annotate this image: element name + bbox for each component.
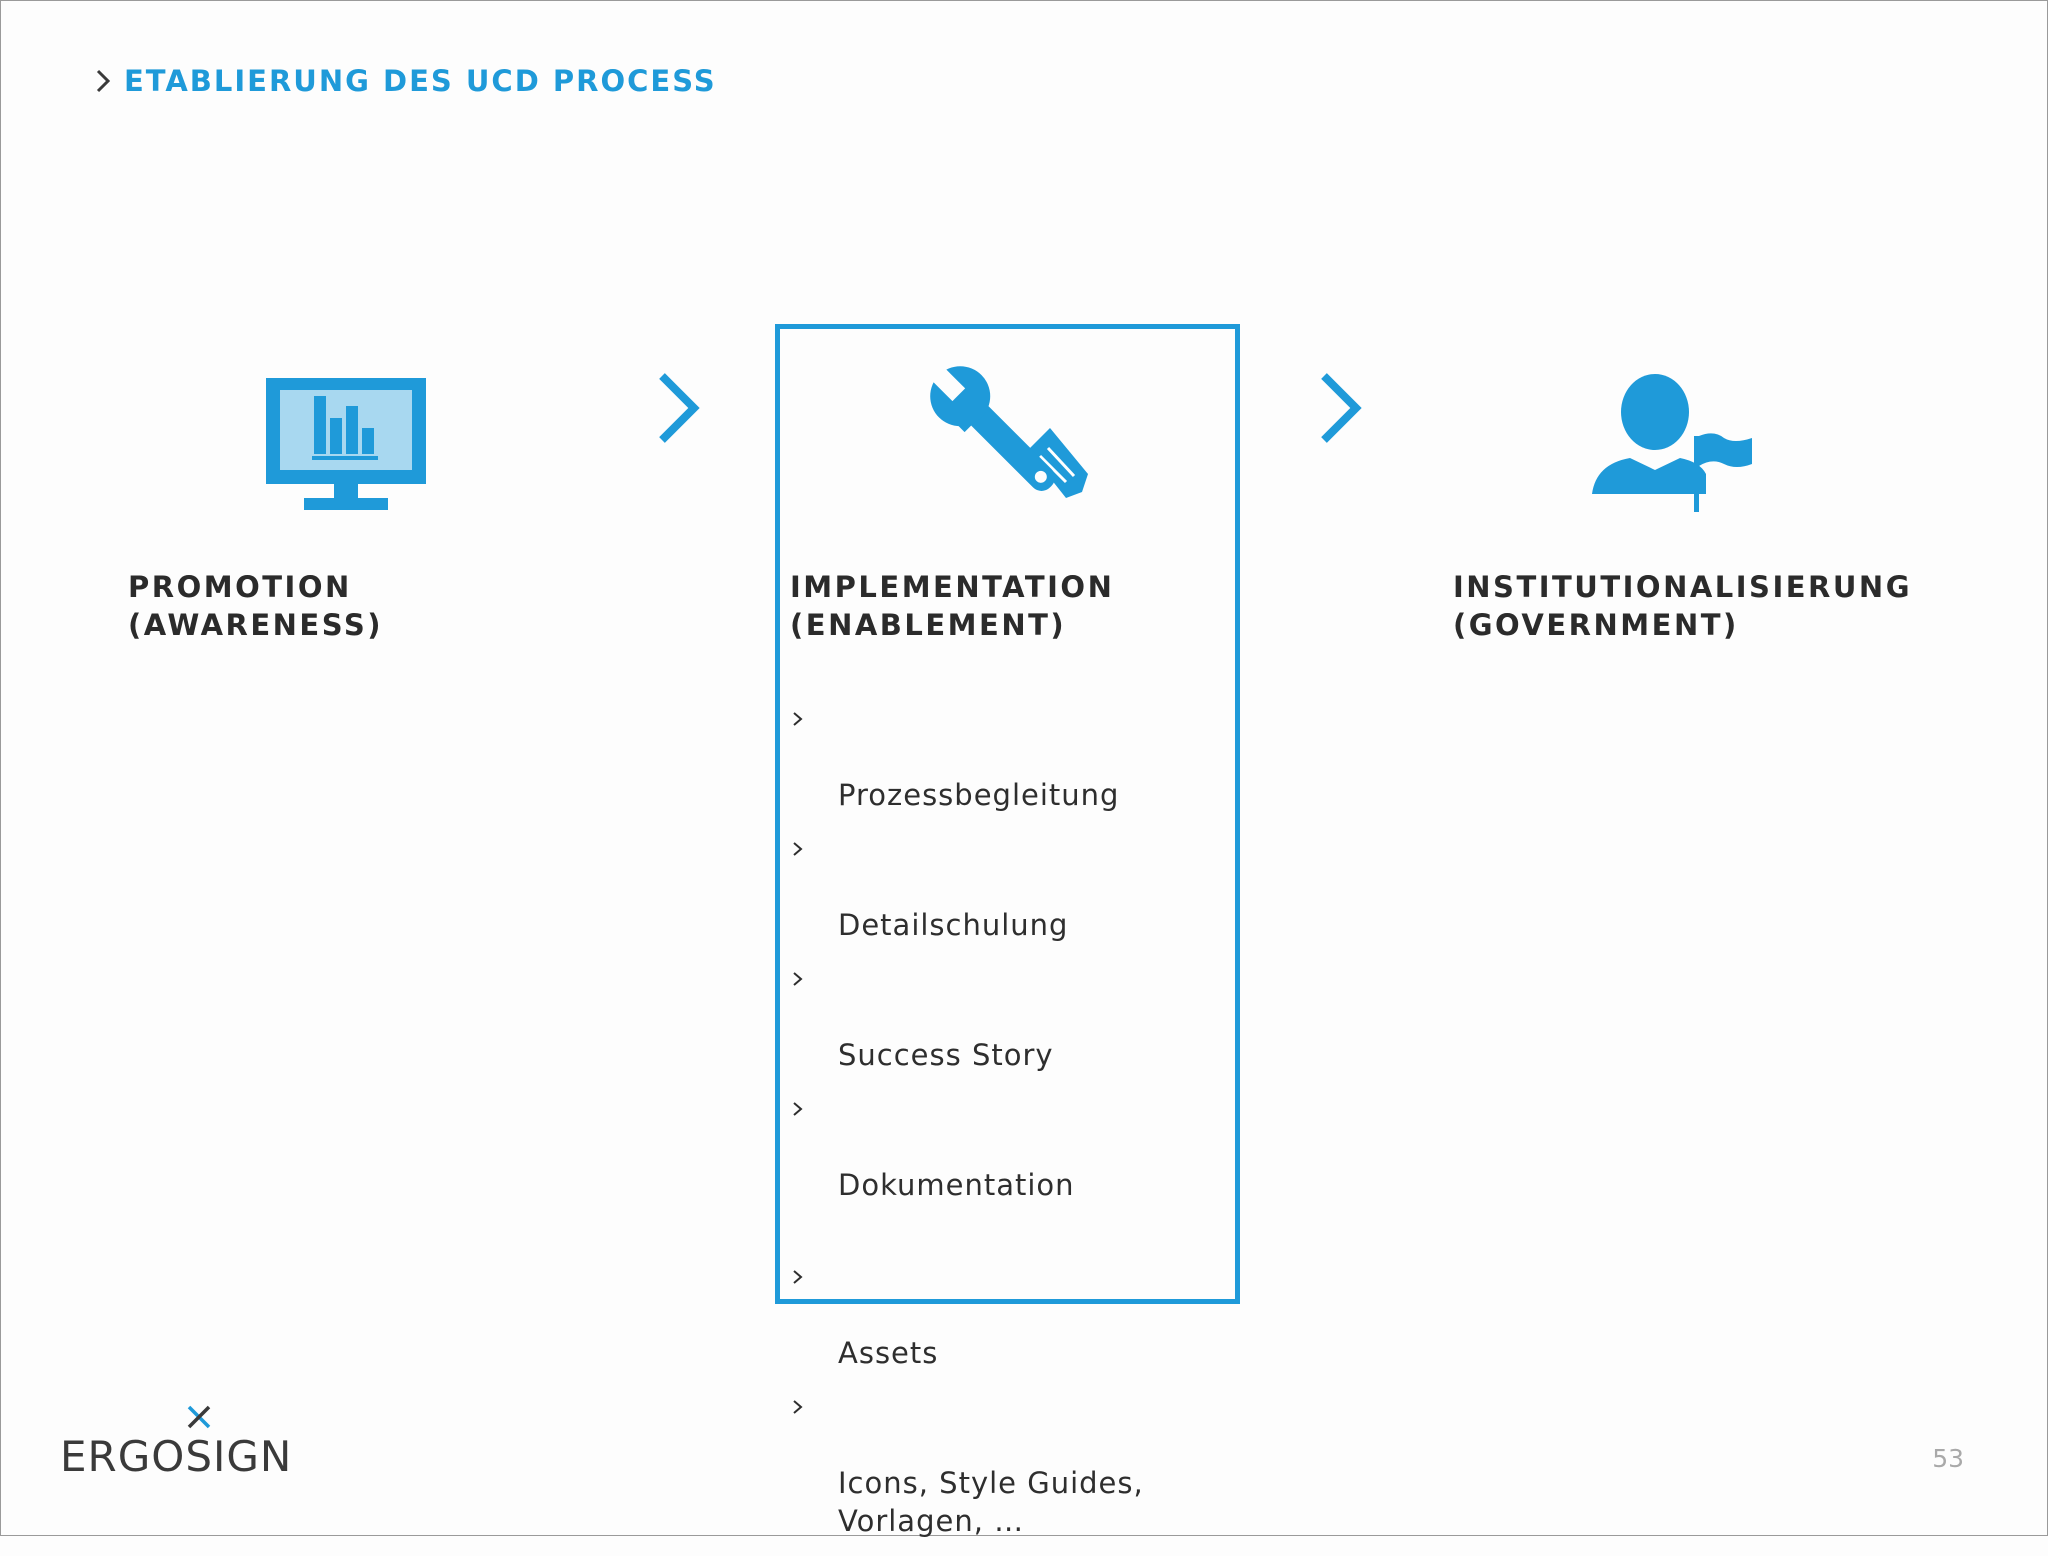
highlight-box: [775, 324, 1240, 1304]
list-item: Assets: [788, 1258, 1228, 1372]
list-item-text: Detailschulung: [838, 908, 1069, 942]
chevron-right-icon: [793, 1102, 803, 1116]
list-item: Detailschulung: [788, 830, 1228, 944]
page-number: 53: [1932, 1444, 1964, 1473]
chevron-right-icon: [793, 842, 803, 856]
ergosign-logo: ERGOSIGN: [60, 1404, 291, 1484]
person-flag-icon: [1590, 374, 1760, 514]
list-item-text: Assets: [838, 1336, 939, 1370]
list-item-text: Success Story: [838, 1038, 1054, 1072]
logo-wordmark: ERGOSIGN: [60, 1432, 293, 1481]
chevron-right-icon: [793, 972, 803, 986]
chevron-right-icon: [659, 373, 700, 443]
chevron-right-icon: [96, 69, 111, 93]
slide-header: ETABLIERUNG DES UCD PROCESS: [90, 64, 717, 98]
step-title-line: PROMOTION: [128, 570, 352, 604]
slide-title: ETABLIERUNG DES UCD PROCESS: [124, 64, 717, 98]
list-item-text: Prozessbegleitung: [838, 778, 1120, 812]
implementation-bullet-list: Prozessbegleitung Detailschulung Success…: [788, 700, 1228, 1556]
step-title-promotion: PROMOTION (AWARENESS): [128, 568, 383, 644]
step-title-implementation: IMPLEMENTATION (ENABLEMENT): [790, 568, 1114, 644]
list-item: Dokumentation: [788, 1090, 1228, 1204]
step-title-line: (ENABLEMENT): [790, 608, 1067, 642]
chevron-right-icon: [1321, 373, 1362, 443]
chevron-right-icon: [793, 712, 803, 726]
chevron-right-icon: [793, 1270, 803, 1284]
list-item: Success Story: [788, 960, 1228, 1074]
step-title-institutionalisierung: INSTITUTIONALISIERUNG (GOVERNMENT): [1453, 568, 1912, 644]
step-title-line: (AWARENESS): [128, 608, 383, 642]
list-item: Prozessbegleitung: [788, 700, 1228, 814]
chevron-right-icon: [793, 1400, 803, 1414]
list-item-text: Icons, Style Guides, Vorlagen, …: [838, 1466, 1144, 1538]
step-title-line: INSTITUTIONALISIERUNG: [1453, 570, 1912, 604]
step-title-line: (GOVERNMENT): [1453, 608, 1739, 642]
tools-icon: [924, 364, 1094, 526]
close-x-logo-icon: [187, 1405, 211, 1429]
step-title-line: IMPLEMENTATION: [790, 570, 1115, 604]
list-item-text: Dokumentation: [838, 1168, 1075, 1202]
monitor-chart-icon: [264, 376, 430, 512]
list-item: Icons, Style Guides, Vorlagen, …: [788, 1388, 1228, 1540]
